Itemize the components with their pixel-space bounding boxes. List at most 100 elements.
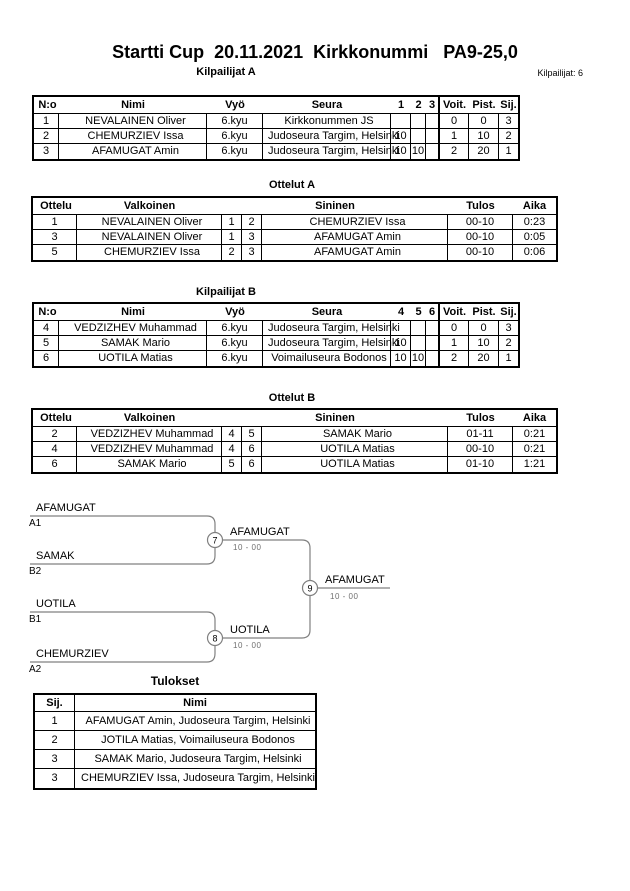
col-header-match: Ottelu [33, 410, 77, 427]
matches-b-table: Ottelu Valkoinen Sininen Tulos Aika 2 VE… [31, 408, 558, 474]
cell-m3 [426, 144, 440, 159]
bracket-line-sf1-winner [222, 539, 311, 581]
cell-blue: UOTILA Matias [262, 442, 448, 457]
bracket-final-winner-name: AFAMUGAT [325, 574, 385, 586]
competitors-count: Kilpailijat: 6 [537, 68, 583, 78]
col-header-belt: Vyö [207, 97, 263, 114]
col-header-points: Pist. [469, 97, 499, 114]
match-7-number: 7 [212, 536, 217, 546]
cell-club: Judoseura Targim, Helsinki [263, 336, 400, 351]
cell-wins: 0 [440, 114, 469, 129]
cell-result: 01-11 [448, 427, 513, 442]
cell-no: 5 [34, 336, 59, 351]
matches-a-caption: Ottelut A [268, 179, 316, 191]
col-header-time: Aika [513, 410, 556, 427]
cell-white: NEVALAINEN Oliver [77, 215, 222, 230]
cell-white-no: 4 [222, 442, 242, 457]
cell-points: 20 [469, 144, 499, 159]
cell-time: 0:06 [523, 246, 546, 258]
match-8-circle [206, 629, 224, 647]
col-header-m3: 3 [426, 97, 440, 114]
cell-m3 [426, 114, 440, 129]
bracket-sf1-winner-name: AFAMUGAT [230, 526, 290, 538]
col-header-m3: 6 [426, 304, 440, 321]
bracket-sf2-bottom-name: CHEMURZIEV [36, 648, 109, 660]
col-header-no: N:o [34, 97, 59, 114]
cell-blue-no: 5 [242, 427, 262, 442]
cell-name: CHEMURZIEV Issa, Judoseura Targim, Helsi… [81, 772, 315, 784]
cell-belt: 6.kyu [207, 351, 263, 366]
bracket-sf1-score: 10 - 00 [233, 543, 262, 552]
cell-blue-no: 6 [242, 442, 262, 457]
cell-points: 0 [469, 114, 499, 129]
bracket-final-score: 10 - 00 [330, 592, 359, 601]
pool-b-table: N:o Nimi Vyö Seura 4 5 6 Voit. Pist. Sij… [32, 302, 520, 368]
cell-points: 0 [469, 321, 499, 336]
cell-name: SAMAK Mario [59, 336, 207, 351]
col-header-place: Sij. [499, 97, 518, 114]
cell-belt: 6.kyu [207, 321, 263, 336]
col-header-m1: 4 [391, 304, 411, 321]
cell-club: Voimailuseura Bodonos [263, 351, 391, 366]
cell-m2 [411, 321, 426, 336]
cell-blue: SAMAK Mario [262, 427, 448, 442]
col-header-white: Valkoinen [77, 410, 222, 427]
cell-wins: 0 [440, 321, 469, 336]
match-9-number: 9 [307, 584, 312, 594]
col-header-club: Seura [263, 304, 391, 321]
bracket-sf1-top-name: AFAMUGAT [36, 502, 96, 514]
cell-m2 [411, 336, 426, 351]
cell-belt: 6.kyu [207, 336, 263, 351]
cell-white: NEVALAINEN Oliver [77, 230, 222, 245]
col-header-m2: 2 [411, 97, 426, 114]
cell-club: Judoseura Targim, Helsinki [263, 321, 400, 336]
cell-blue-no: 6 [242, 457, 262, 472]
col-header-wins: Voit. [440, 304, 469, 321]
cell-points: 10 [469, 129, 499, 144]
cell-white-no: 1 [222, 215, 242, 230]
cell-m2 [411, 129, 426, 144]
page-title: Startti Cup 20.11.2021 Kirkkonummi PA9-2… [112, 42, 518, 62]
matches-b-caption: Ottelut B [268, 392, 316, 404]
cell-name: CHEMURZIEV Issa [59, 129, 207, 144]
col-header-place: Sij. [35, 695, 75, 712]
cell-match-no: 2 [33, 427, 77, 442]
cell-m2 [411, 114, 426, 129]
bracket-diagram: 7 8 9 [30, 515, 390, 663]
cell-result: 00-10 [448, 230, 513, 245]
cell-time: 0:21 [513, 442, 556, 457]
cell-belt: 6.kyu [207, 144, 263, 159]
cell-white-no: 2 [222, 245, 242, 260]
col-header-match: Ottelu [33, 198, 77, 215]
cell-white-no: 4 [222, 427, 242, 442]
cell-result: 01-10 [448, 457, 513, 472]
col-header-time: Aika [513, 198, 556, 215]
cell-m1: 10 [391, 336, 411, 351]
col-header-m2: 5 [411, 304, 426, 321]
cell-m3 [426, 321, 440, 336]
col-header-place: Sij. [499, 304, 518, 321]
cell-m2: 10 [411, 144, 426, 159]
bracket-sf1-top-seed: A1 [29, 518, 42, 529]
cell-m1: 10 [391, 351, 411, 366]
cell-name: SAMAK Mario, Judoseura Targim, Helsinki [75, 750, 315, 769]
cell-result: 00-10 [448, 442, 513, 457]
cell-place: 1 [505, 145, 512, 157]
cell-white: VEDZIZHEV Muhammad [77, 442, 222, 457]
cell-points: 10 [469, 336, 499, 351]
pool-a-table: N:o Nimi Vyö Seura 1 2 3 Voit. Pist. Sij… [32, 95, 520, 161]
cell-name: JOTILA Matias, Voimailuseura Bodonos [75, 731, 315, 750]
match-7-circle [206, 531, 224, 549]
cell-time: 0:21 [513, 427, 556, 442]
cell-wins: 2 [440, 144, 469, 159]
bracket-sf2-score: 10 - 00 [233, 641, 262, 650]
cell-place: 1 [35, 712, 75, 731]
bracket-line-sf2-bottom [30, 645, 216, 663]
cell-m3 [426, 336, 440, 351]
results-table: Sij. Nimi 1 AFAMUGAT Amin, Judoseura Tar… [33, 693, 317, 790]
cell-belt: 6.kyu [207, 129, 263, 144]
cell-match-no: 3 [33, 230, 77, 245]
cell-m1 [391, 114, 411, 129]
cell-result: 00-10 [448, 215, 513, 230]
